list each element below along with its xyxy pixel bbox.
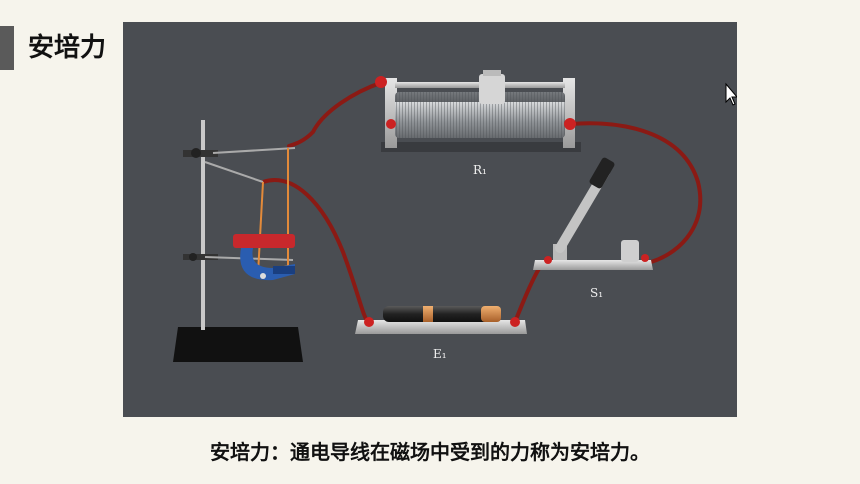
circuit-diagram: R₁ S₁ E₁ (173, 70, 737, 362)
title-accent-bar (0, 26, 14, 70)
experiment-image: R₁ S₁ E₁ (123, 22, 737, 417)
switch: S₁ (533, 157, 653, 300)
page-title: 安培力 (28, 26, 111, 70)
battery-label: E₁ (433, 347, 447, 361)
suspended-conductor (257, 148, 289, 275)
horseshoe-magnet (233, 234, 295, 281)
rheostat-label: R₁ (473, 163, 487, 177)
rheostat: R₁ (375, 70, 581, 177)
switch-label: S₁ (590, 286, 603, 300)
battery: E₁ (355, 306, 527, 361)
slide-caption: 安培力：通电导线在磁场中受到的力称为安培力。 (210, 440, 650, 464)
mouse-cursor-icon (725, 82, 737, 106)
